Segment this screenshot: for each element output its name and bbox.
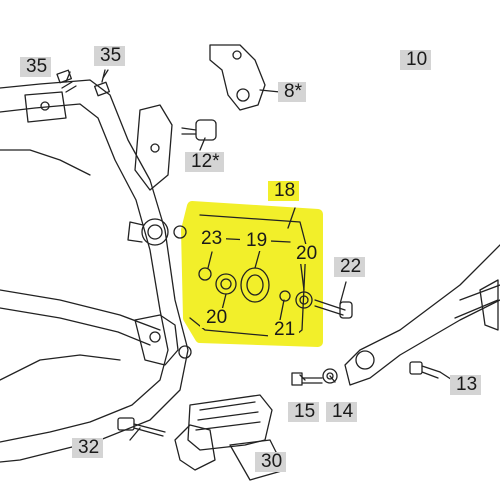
callout-20a: 20 — [290, 244, 322, 264]
callout-20b: 20 — [200, 308, 232, 328]
frame-cross-tube — [0, 289, 161, 331]
callout-35b: 35 — [94, 46, 126, 66]
callout-23: 23 — [195, 229, 227, 249]
callout-18: 18 — [268, 181, 300, 201]
callout-22: 22 — [334, 257, 366, 277]
callout-21: 21 — [268, 320, 300, 340]
callout-8: 8* — [278, 82, 306, 102]
callout-12: 12* — [185, 152, 224, 172]
callout-13: 13 — [450, 375, 482, 395]
frame-inner-tube — [0, 103, 169, 443]
callout-35a: 35 — [20, 57, 52, 77]
side-stand — [344, 244, 500, 386]
frame-outer-tube — [0, 79, 189, 463]
frame-cross-tube-2 — [0, 307, 151, 346]
plate-outline — [189, 214, 307, 339]
callout-10: 10 — [400, 50, 432, 70]
callout-32: 32 — [72, 438, 104, 458]
callout-14: 14 — [326, 402, 358, 422]
callout-30: 30 — [255, 452, 287, 472]
callout-15: 15 — [288, 402, 320, 422]
callout-19: 19 — [240, 231, 272, 251]
